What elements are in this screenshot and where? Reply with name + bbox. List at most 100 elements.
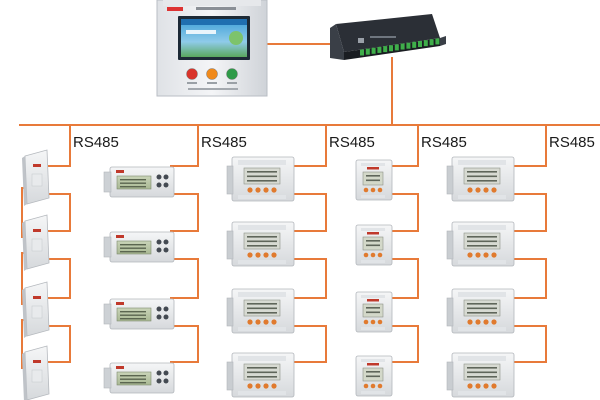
power-meter <box>226 288 295 334</box>
meter-terminal-left <box>226 165 234 195</box>
meter-key <box>263 319 269 325</box>
lcd-digits <box>467 180 497 182</box>
daisy-chain-wire <box>514 193 547 232</box>
lcd-digits <box>120 251 146 253</box>
gateway-mount-ear <box>330 24 344 60</box>
meter-top-terminals <box>361 295 385 298</box>
daisy-chain-wire <box>48 258 71 299</box>
lcd-digits <box>467 240 497 243</box>
meter-key <box>467 319 473 325</box>
compact-meter <box>355 355 393 397</box>
terminal-block <box>377 46 382 53</box>
lcd-digits <box>247 307 277 310</box>
monitoring-cabinet <box>156 0 268 97</box>
meter-key <box>163 239 169 245</box>
meter-terminal-left <box>446 361 454 391</box>
bus-label-rs485: RS485 <box>201 134 247 151</box>
lcd-digits <box>120 311 146 313</box>
lcd-digits <box>467 312 497 314</box>
module-badge <box>33 229 41 232</box>
terminal-block <box>406 42 411 49</box>
meter-key <box>363 187 369 193</box>
din-rail-module <box>22 281 50 338</box>
meter-key <box>156 378 162 384</box>
meter-key <box>377 319 383 325</box>
lcd-digits <box>247 376 277 378</box>
lcd-digits <box>366 240 380 242</box>
daisy-chain-wire <box>170 258 199 299</box>
power-meter <box>226 352 295 398</box>
meter-logo <box>116 302 124 305</box>
meter-bottom-terminals <box>238 260 286 264</box>
din-rail-module <box>22 214 50 271</box>
lcd-digits <box>467 175 497 178</box>
cabinet-indicator-button <box>226 68 238 80</box>
meter-key <box>370 187 376 193</box>
meter-terminal-left <box>446 297 454 327</box>
lcd-digits <box>366 371 380 373</box>
daisy-chain-wire <box>294 258 327 299</box>
daisy-chain-wire <box>392 258 419 299</box>
meter-terminal-left <box>226 230 234 260</box>
gateway-mount-ear <box>440 36 446 46</box>
meter-top-terminals <box>238 160 286 165</box>
meter-logo <box>116 170 124 173</box>
daisy-chain-wire <box>392 325 419 363</box>
lcd-digits <box>247 180 277 182</box>
terminal-block <box>435 38 440 45</box>
meter-terminal-left <box>226 361 234 391</box>
meter-top-terminals <box>458 225 506 230</box>
meter-key <box>467 252 473 258</box>
daisy-chain-wire <box>48 193 71 232</box>
meter-key <box>467 383 473 389</box>
terminal-block <box>423 40 428 47</box>
meter-bottom-terminals <box>361 327 385 330</box>
meter-bottom-terminals <box>361 260 385 263</box>
lcd-digits <box>247 245 277 247</box>
lcd-display <box>362 236 384 251</box>
lcd-display <box>362 303 384 318</box>
meter-key <box>263 383 269 389</box>
meter-key <box>271 383 277 389</box>
meter-key <box>491 383 497 389</box>
meter-key <box>483 252 489 258</box>
lcd-meter <box>103 298 175 330</box>
meter-key <box>491 187 497 193</box>
meter-top-terminals <box>361 228 385 231</box>
daisy-chain-wire <box>48 150 71 167</box>
terminal-block <box>418 41 422 47</box>
module-label <box>31 173 43 187</box>
lcd-digits <box>366 244 380 247</box>
terminal-block <box>360 49 364 56</box>
meter-top-terminals <box>458 292 506 297</box>
meter-key <box>370 319 376 325</box>
meter-key <box>156 182 162 188</box>
meter-key <box>271 187 277 193</box>
meter-top-terminals <box>458 160 506 165</box>
din-rail-module <box>22 149 50 206</box>
meter-logo <box>367 299 379 302</box>
module-side <box>22 288 27 338</box>
lcd-digits <box>120 244 146 246</box>
daisy-chain-wire <box>514 325 547 363</box>
module-label <box>31 305 43 319</box>
cabinet-logo <box>167 7 183 11</box>
terminal-block <box>371 47 376 54</box>
meter-key <box>247 319 253 325</box>
meter-terminal-left <box>103 236 112 258</box>
meter-logo <box>367 167 379 170</box>
lcd-digits <box>120 247 146 249</box>
compact-meter <box>355 224 393 266</box>
lcd-display <box>362 171 384 186</box>
meter-key <box>156 247 162 253</box>
screen-text <box>186 30 216 34</box>
meter-key <box>467 187 473 193</box>
device-layer <box>22 0 515 400</box>
bus-label-rs485: RS485 <box>329 134 375 151</box>
lcd-digits <box>247 367 277 369</box>
meter-key <box>370 252 376 258</box>
meter-key <box>156 306 162 312</box>
meter-key <box>255 383 261 389</box>
lcd-digits <box>366 311 380 314</box>
lcd-digits <box>120 179 146 181</box>
